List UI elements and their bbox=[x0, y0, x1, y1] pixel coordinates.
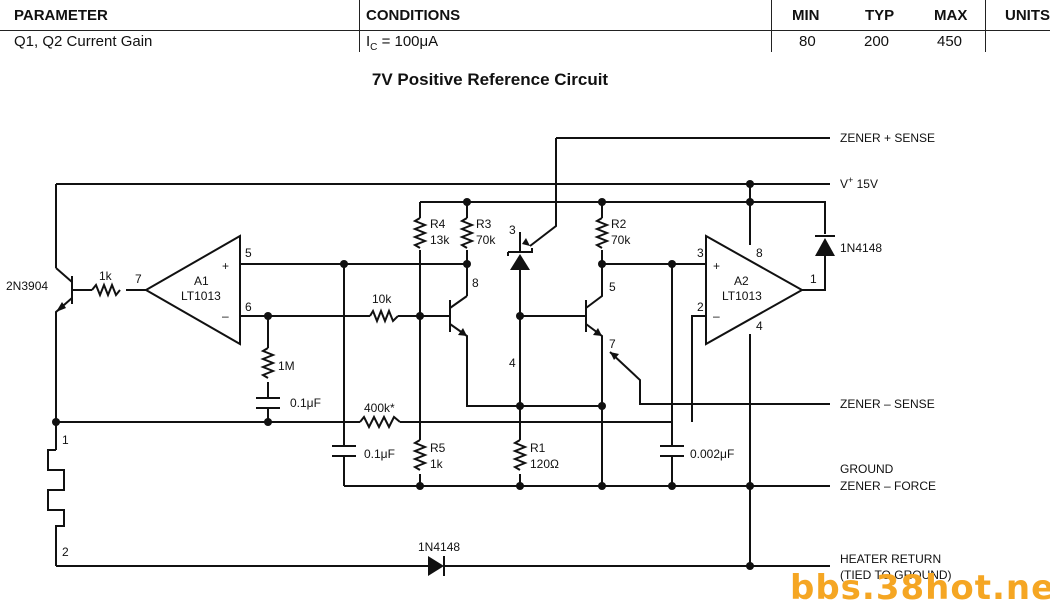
resistors bbox=[91, 217, 610, 471]
label-a1-part: LT1013 bbox=[181, 289, 221, 303]
label-a2-pin2: 2 bbox=[697, 300, 704, 314]
cell-parameter: Q1, Q2 Current Gain bbox=[14, 33, 153, 50]
cell-typ: 200 bbox=[864, 33, 890, 50]
label-v-plus: V+ 15V bbox=[840, 175, 878, 191]
diode-top bbox=[815, 235, 835, 256]
header-units: UNITS bbox=[1005, 7, 1050, 24]
label-r-1k: 1k bbox=[99, 269, 113, 283]
label-q2-pin7: 7 bbox=[609, 337, 616, 351]
resistor-r1 bbox=[512, 439, 528, 471]
label-zener-pin4: 4 bbox=[509, 356, 516, 370]
label-transistor: 2N3904 bbox=[6, 279, 48, 293]
table-divider bbox=[985, 0, 986, 52]
label-c-01-b: 0.1μF bbox=[364, 447, 395, 461]
diode-bottom bbox=[428, 556, 445, 576]
table-divider bbox=[359, 0, 360, 52]
emitter-arrows bbox=[56, 238, 619, 360]
spec-table: PARAMETER CONDITIONS MIN TYP MAX UNITS Q… bbox=[0, 0, 1050, 53]
label-zener-plus-sense: ZENER + SENSE bbox=[840, 131, 935, 145]
label-r1-value: 120Ω bbox=[530, 457, 559, 471]
label-a2-name: A2 bbox=[734, 274, 749, 288]
label-a1-pin7: 7 bbox=[135, 272, 142, 286]
label-ground: GROUND bbox=[840, 462, 894, 476]
resistor-1m bbox=[260, 347, 276, 379]
label-q1-pin8: 8 bbox=[472, 276, 479, 290]
resistor-10k bbox=[369, 308, 399, 324]
label-a1-name: A1 bbox=[194, 274, 209, 288]
cell-conditions-subscript: C bbox=[370, 42, 378, 53]
zener-diode bbox=[507, 248, 533, 270]
header-conditions: CONDITIONS bbox=[366, 7, 461, 24]
label-r4-value: 13k bbox=[430, 233, 450, 247]
label-zener-minus-force: ZENER – FORCE bbox=[840, 479, 936, 493]
label-r-1m: 1M bbox=[278, 359, 295, 373]
opamp-a2 bbox=[705, 234, 805, 346]
schematic-labels: ZENER + SENSE V+ 15V 1N4148 1 8 3 2 4 A2… bbox=[6, 131, 952, 582]
label-a1-pin6: 6 bbox=[245, 300, 252, 314]
label-zener-pin3: 3 bbox=[509, 223, 516, 237]
cell-conditions-symbol: I bbox=[366, 33, 371, 50]
label-diode-bottom: 1N4148 bbox=[418, 540, 460, 554]
resistor-1k bbox=[91, 282, 121, 298]
label-diode-top: 1N4148 bbox=[840, 241, 882, 255]
cell-max: 450 bbox=[937, 33, 963, 50]
header-min: MIN bbox=[792, 7, 820, 24]
cell-conditions-value: = 100μA bbox=[377, 33, 439, 50]
label-heater-pin1: 1 bbox=[62, 433, 69, 447]
label-r3-name: R3 bbox=[476, 217, 492, 231]
label-a2-minus: – bbox=[713, 309, 720, 323]
label-r-10k: 10k bbox=[372, 292, 392, 306]
label-a2-pin3: 3 bbox=[697, 246, 704, 260]
table-header-rule bbox=[0, 30, 1050, 31]
label-a2-pin8: 8 bbox=[756, 246, 763, 260]
resistor-400k bbox=[359, 414, 401, 430]
label-r5-name: R5 bbox=[430, 441, 446, 455]
label-a1-minus: – bbox=[222, 309, 229, 323]
label-r3-value: 70k bbox=[476, 233, 496, 247]
resistor-r4 bbox=[412, 217, 428, 249]
label-r1-name: R1 bbox=[530, 441, 546, 455]
junction-dots bbox=[52, 180, 754, 570]
cell-conditions: IC = 100μA bbox=[366, 33, 438, 53]
header-parameter: PARAMETER bbox=[14, 7, 108, 24]
cell-min: 80 bbox=[799, 33, 816, 50]
table-divider bbox=[771, 0, 772, 52]
watermark-logo: bbs.38hot.net bbox=[790, 568, 1050, 604]
label-a2-pin4: 4 bbox=[756, 319, 763, 333]
label-a2-pin1: 1 bbox=[810, 272, 817, 286]
label-tied-to-ground: (TIED TO GROUND) bbox=[840, 568, 952, 582]
label-heater-return: HEATER RETURN bbox=[840, 552, 941, 566]
label-r5-value: 1k bbox=[430, 457, 444, 471]
header-typ: TYP bbox=[865, 7, 895, 24]
opamp-a1 bbox=[143, 234, 241, 346]
label-c-0002: 0.002μF bbox=[690, 447, 734, 461]
resistor-r3 bbox=[459, 217, 475, 249]
resistor-r5 bbox=[412, 439, 428, 471]
resistor-r2 bbox=[594, 217, 610, 249]
header-max: MAX bbox=[934, 7, 968, 24]
label-zener-minus-sense: ZENER – SENSE bbox=[840, 397, 935, 411]
label-a1-pin5: 5 bbox=[245, 246, 252, 260]
label-heater-pin2: 2 bbox=[62, 545, 69, 559]
label-a2-part: LT1013 bbox=[722, 289, 762, 303]
label-q2-pin5: 5 bbox=[609, 280, 616, 294]
wires bbox=[47, 137, 830, 567]
label-r2-name: R2 bbox=[611, 217, 627, 231]
label-c-01-a: 0.1μF bbox=[290, 396, 321, 410]
label-a1-plus: + bbox=[222, 259, 229, 273]
label-r-400k: 400k* bbox=[364, 401, 395, 415]
label-a2-plus: + bbox=[713, 259, 720, 273]
diagram-title: 7V Positive Reference Circuit bbox=[371, 70, 609, 89]
label-r2-value: 70k bbox=[611, 233, 631, 247]
label-r4-name: R4 bbox=[430, 217, 446, 231]
